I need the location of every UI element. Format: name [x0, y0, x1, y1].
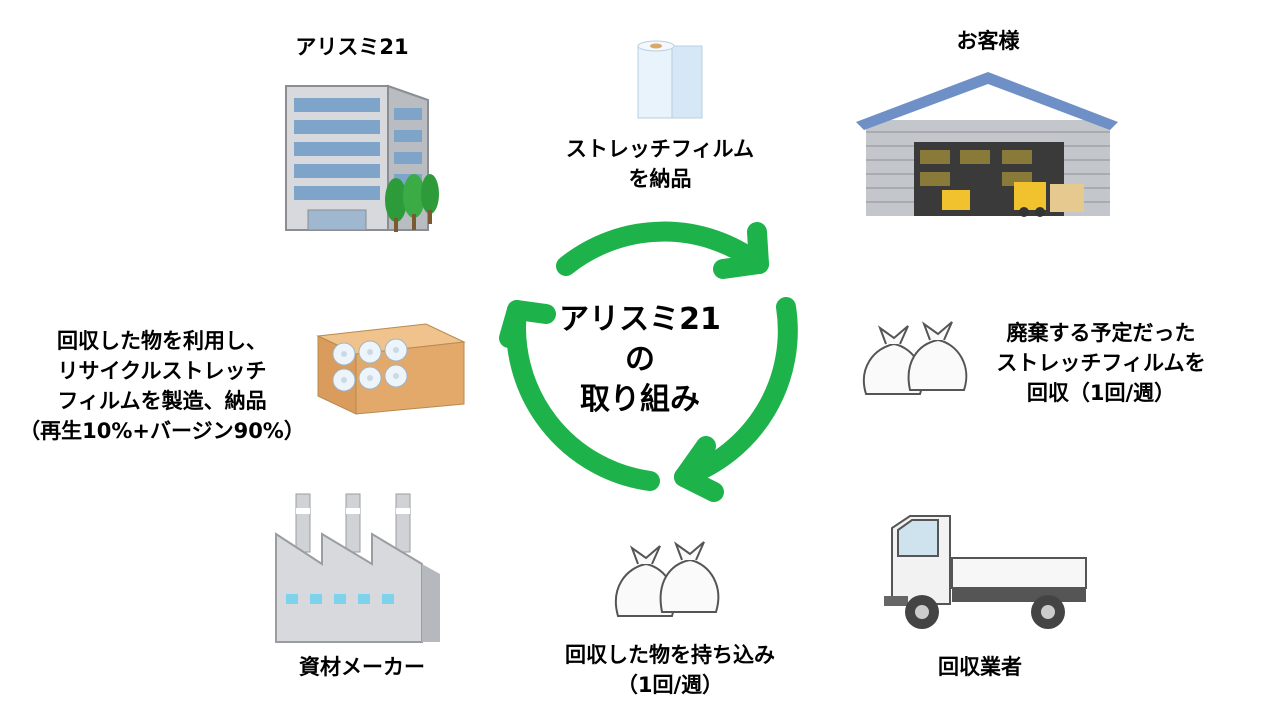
- recycle-label: 回収した物を利用し、 リサイクルストレッチ フィルムを製造、納品 （再生10%+…: [19, 329, 305, 443]
- cycle-arrow-top: [556, 221, 769, 276]
- cycle-arrowhead-left: [499, 300, 556, 348]
- factory-icon: [275, 493, 440, 643]
- cycle-arrowhead-right: [674, 436, 724, 502]
- cycle-arrow-right: [674, 297, 798, 487]
- collect-label: 廃棄する予定だった ストレッチフィルムを 回収（1回/週）: [996, 321, 1206, 405]
- film-box-icon: [316, 323, 466, 415]
- garbage-bags-icon-2: [615, 541, 720, 617]
- garbage-bags-icon: [863, 321, 968, 395]
- company-title: アリスミ21: [295, 35, 409, 59]
- delivery-label: ストレッチフィルム を納品: [565, 137, 755, 191]
- film-roll-icon: [637, 40, 703, 119]
- warehouse-icon: [856, 72, 1118, 217]
- collector-title: 回収業者: [938, 655, 1022, 679]
- office-building-icon: [285, 84, 439, 232]
- center-title: アリスミ21 の 取り組み: [559, 302, 721, 417]
- customer-title: お客様: [956, 29, 1020, 53]
- cycle-arrowhead-top: [713, 222, 769, 279]
- truck-icon: [884, 515, 1087, 629]
- bring-label: 回収した物を持ち込み （1回/週）: [565, 643, 775, 697]
- maker-title: 資材メーカー: [299, 655, 425, 679]
